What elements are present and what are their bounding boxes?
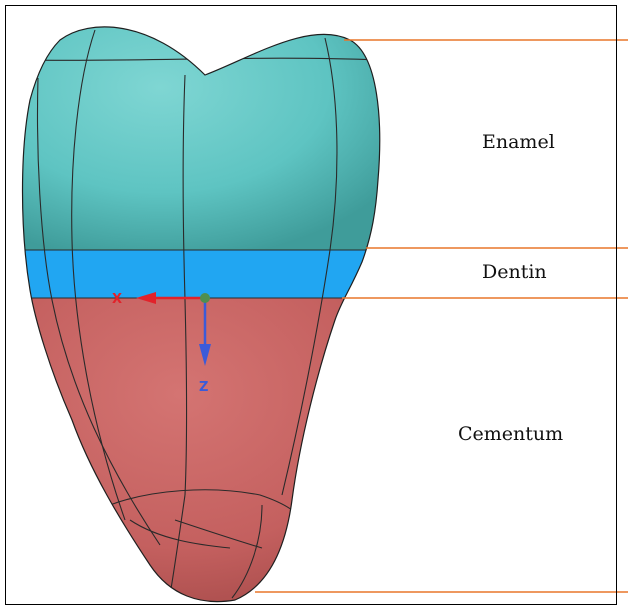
origin-point xyxy=(200,293,210,303)
dentin-region xyxy=(0,250,400,298)
label-cementum: Cementum xyxy=(458,423,563,445)
z-axis-label: Z xyxy=(199,380,208,395)
label-enamel: Enamel xyxy=(482,131,555,153)
label-dentin: Dentin xyxy=(482,261,547,283)
enamel-region xyxy=(0,0,400,250)
x-axis-label: X xyxy=(112,292,122,307)
